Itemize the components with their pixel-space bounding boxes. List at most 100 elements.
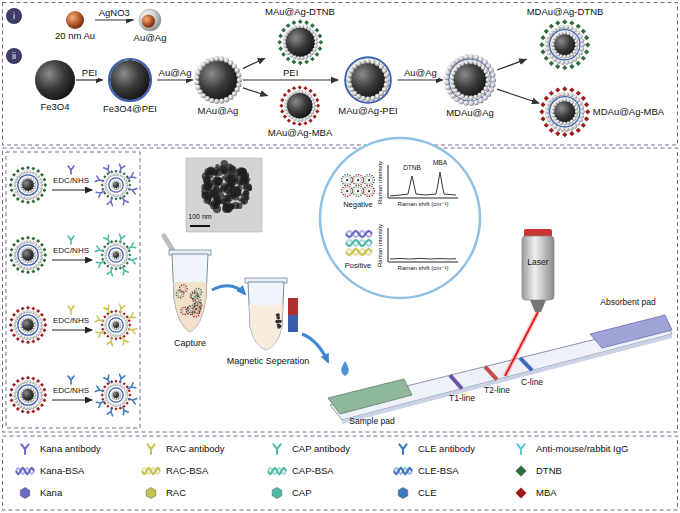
annotation-label: EDC/NHS xyxy=(53,386,89,395)
silver-dot xyxy=(358,176,359,177)
silver-dot xyxy=(563,122,567,126)
molecule-diamond xyxy=(16,197,20,201)
silver-dot xyxy=(121,262,124,265)
silver-dot xyxy=(366,177,367,178)
particle-node: MAu@Ag-MBA xyxy=(268,85,333,138)
pei-layer xyxy=(109,318,123,332)
molecule-diamond xyxy=(43,183,47,187)
molecule-diamond xyxy=(195,301,197,303)
silver-dot xyxy=(359,194,360,195)
antibody-stroke xyxy=(95,316,104,324)
silver-dot xyxy=(559,121,563,125)
silver-dot xyxy=(454,58,459,63)
silver-dot xyxy=(184,312,185,313)
silver-dot xyxy=(124,319,127,322)
silver-dot xyxy=(186,311,187,312)
antibody-icon xyxy=(68,166,74,174)
molecule-diamond xyxy=(128,319,131,322)
molecule-diamond xyxy=(177,290,179,292)
molecule-diamond xyxy=(562,132,567,137)
silver-dot xyxy=(552,114,556,118)
captured-particle xyxy=(277,323,280,326)
silver-dot xyxy=(125,324,128,327)
silver-dot xyxy=(114,328,116,330)
molecule-diamond xyxy=(126,262,129,265)
silver-dot xyxy=(370,59,375,64)
hapten-hexagon xyxy=(146,488,156,499)
molecule-diamond xyxy=(21,377,25,381)
molecule-diamond xyxy=(36,197,40,201)
silver-dot xyxy=(347,187,348,188)
silver-dot xyxy=(125,186,128,189)
molecule-diamond xyxy=(351,188,353,190)
molecule-diamond xyxy=(187,306,189,308)
tube-liquid xyxy=(173,282,206,332)
molecule-diamond xyxy=(195,295,197,297)
annotation-label: T2-line xyxy=(484,386,510,396)
silver-dot xyxy=(109,385,112,388)
molecule-diamond xyxy=(366,184,368,186)
molecule-diamond xyxy=(310,56,315,61)
molecule-diamond xyxy=(36,267,40,271)
silver-dot xyxy=(477,93,482,98)
antibody-stroke xyxy=(117,164,125,173)
silver-dot xyxy=(365,190,366,191)
silver-dot xyxy=(198,310,199,311)
silver-dot xyxy=(368,187,369,188)
reagent-label: PEI xyxy=(282,68,299,79)
silver-dot xyxy=(113,194,116,197)
silver-dot xyxy=(580,39,584,43)
molecule-diamond xyxy=(197,304,199,306)
annotation-label: DTNB xyxy=(403,164,421,171)
tube xyxy=(172,254,208,332)
molecule-diamond xyxy=(189,312,191,314)
silver-dot xyxy=(121,192,124,195)
silver-dot xyxy=(21,328,24,331)
silver-dot xyxy=(366,188,367,189)
particle-drawing xyxy=(193,55,243,105)
silver-dot xyxy=(29,317,32,320)
molecule-diamond xyxy=(287,89,291,93)
molecule-diamond xyxy=(310,23,315,28)
molecule-diamond xyxy=(195,301,197,303)
silver-dot xyxy=(354,178,355,179)
molecule-diamond xyxy=(199,306,201,308)
silver-dot xyxy=(556,33,560,37)
particle-drawing xyxy=(539,19,591,71)
panel-border xyxy=(6,152,140,428)
legend-label: RAC antibody xyxy=(166,444,225,455)
silver-dot xyxy=(567,32,571,36)
silver-dot xyxy=(179,296,180,297)
silver-dot xyxy=(304,25,308,29)
silver-dot xyxy=(200,292,201,293)
molecule-diamond xyxy=(277,40,282,45)
silver-dot xyxy=(22,241,25,244)
molecule-diamond xyxy=(197,303,199,305)
molecule-diamond xyxy=(185,285,187,287)
silver-dot xyxy=(551,43,555,47)
molecule-diamond xyxy=(103,385,106,388)
antibody-icon xyxy=(117,304,125,313)
particle-node: 20 nm Au xyxy=(55,10,95,42)
silver-dot xyxy=(39,180,42,183)
molecule-diamond xyxy=(9,183,13,187)
silver-dot xyxy=(486,78,491,83)
silver-dot xyxy=(370,96,375,101)
molecule-diamond xyxy=(360,184,362,186)
molecule-diamond xyxy=(351,193,353,195)
molecule-diamond xyxy=(352,180,354,182)
silver-dot xyxy=(111,244,114,247)
silver-dot xyxy=(478,98,483,103)
molecule-diamond xyxy=(36,309,40,313)
molecule-diamond xyxy=(197,293,199,295)
silver-dot xyxy=(580,106,584,110)
silver-dot xyxy=(189,309,190,310)
molecule-diamond xyxy=(569,88,574,93)
pei-layer xyxy=(18,175,38,195)
silver-dot xyxy=(34,394,37,397)
silver-dot xyxy=(116,383,119,386)
silver-dot xyxy=(565,92,569,96)
axis-label: Raman intensity xyxy=(378,223,385,266)
molecule-diamond xyxy=(584,49,589,54)
magnetic-core xyxy=(357,179,359,181)
